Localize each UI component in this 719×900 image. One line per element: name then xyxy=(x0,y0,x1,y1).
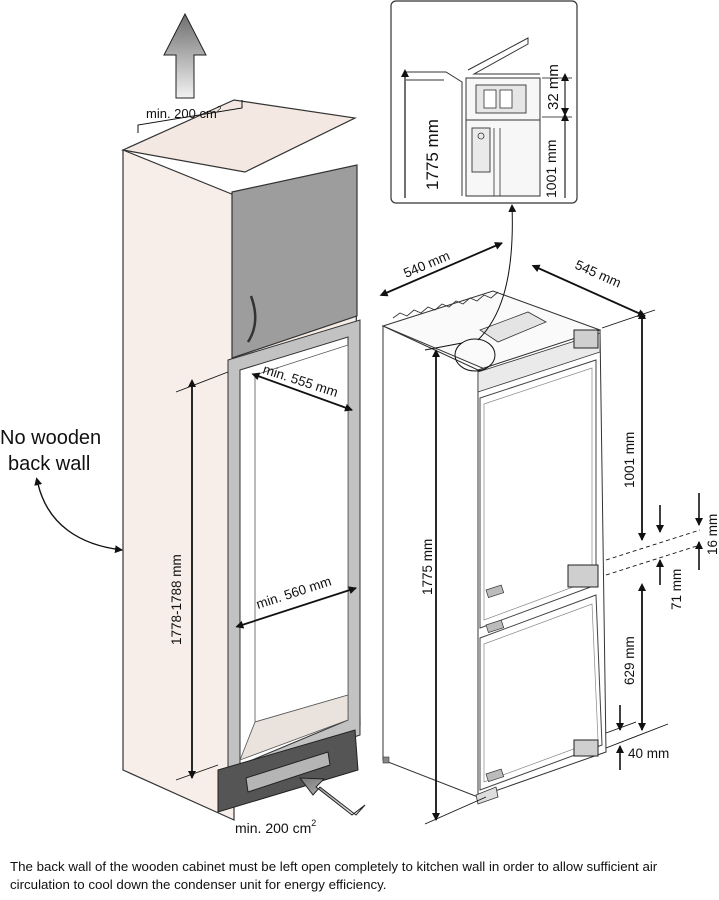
dim-40-label: 40 mm xyxy=(628,746,669,761)
fridge-top-contour xyxy=(392,291,499,319)
installation-diagram: min. 200 cm2 min. 200 cm2 No wooden back… xyxy=(0,0,719,836)
dim-629-extension-bottom xyxy=(605,723,669,749)
niche-height-label: 1778-1788 mm xyxy=(169,554,184,645)
detail-32-label: 32 mm xyxy=(545,64,562,110)
dim-1001-extension-top xyxy=(601,309,656,329)
niche-height-extension-top xyxy=(175,371,229,393)
niche-height-extension-bottom xyxy=(175,764,219,781)
detail-callout-circle xyxy=(454,338,496,372)
depth-545-arrow xyxy=(531,264,646,317)
back-wall-label: back wall xyxy=(8,453,90,475)
width-540-arrow xyxy=(379,242,503,297)
detail-callout-pointer xyxy=(477,204,517,341)
niche-depth-arrow xyxy=(251,372,353,412)
dim-16-extension xyxy=(605,544,701,576)
back-wall-pointer-arrow xyxy=(34,477,123,554)
dim-71-label: 71 mm xyxy=(669,569,684,610)
dim-629-label: 629 mm xyxy=(622,636,637,685)
vent-top-label: min. 200 cm2 xyxy=(146,105,222,121)
detail-1775-label: 1775 mm xyxy=(423,119,442,190)
fridge-height-label: 1775 mm xyxy=(420,539,435,595)
dim-40-extension xyxy=(605,721,637,734)
depth-545-label: 545 mm xyxy=(573,257,624,291)
fridge-height-extension-bottom xyxy=(424,796,487,825)
vent-bottom-arrow xyxy=(298,777,366,816)
footnote-caption: The back wall of the wooden cabinet must… xyxy=(10,859,658,892)
dim-1001-label: 1001 mm xyxy=(622,432,637,488)
kitchen-cabinet xyxy=(120,99,361,821)
dim-1001-extension-bottom xyxy=(605,529,701,561)
detail-inset xyxy=(390,0,578,204)
vent-bottom-label: min. 200 cm2 xyxy=(235,818,316,836)
fridge-height-extension-top xyxy=(424,342,463,351)
detail-1001-label: 1001 mm xyxy=(543,140,559,198)
vent-top-bracket xyxy=(137,100,243,133)
fridge-appliance xyxy=(381,290,607,805)
niche-width-arrow xyxy=(235,586,357,629)
vent-top-arrow xyxy=(163,12,207,99)
dim-16-label: 16 mm xyxy=(705,514,719,555)
no-wooden-label: No wooden xyxy=(0,427,101,449)
